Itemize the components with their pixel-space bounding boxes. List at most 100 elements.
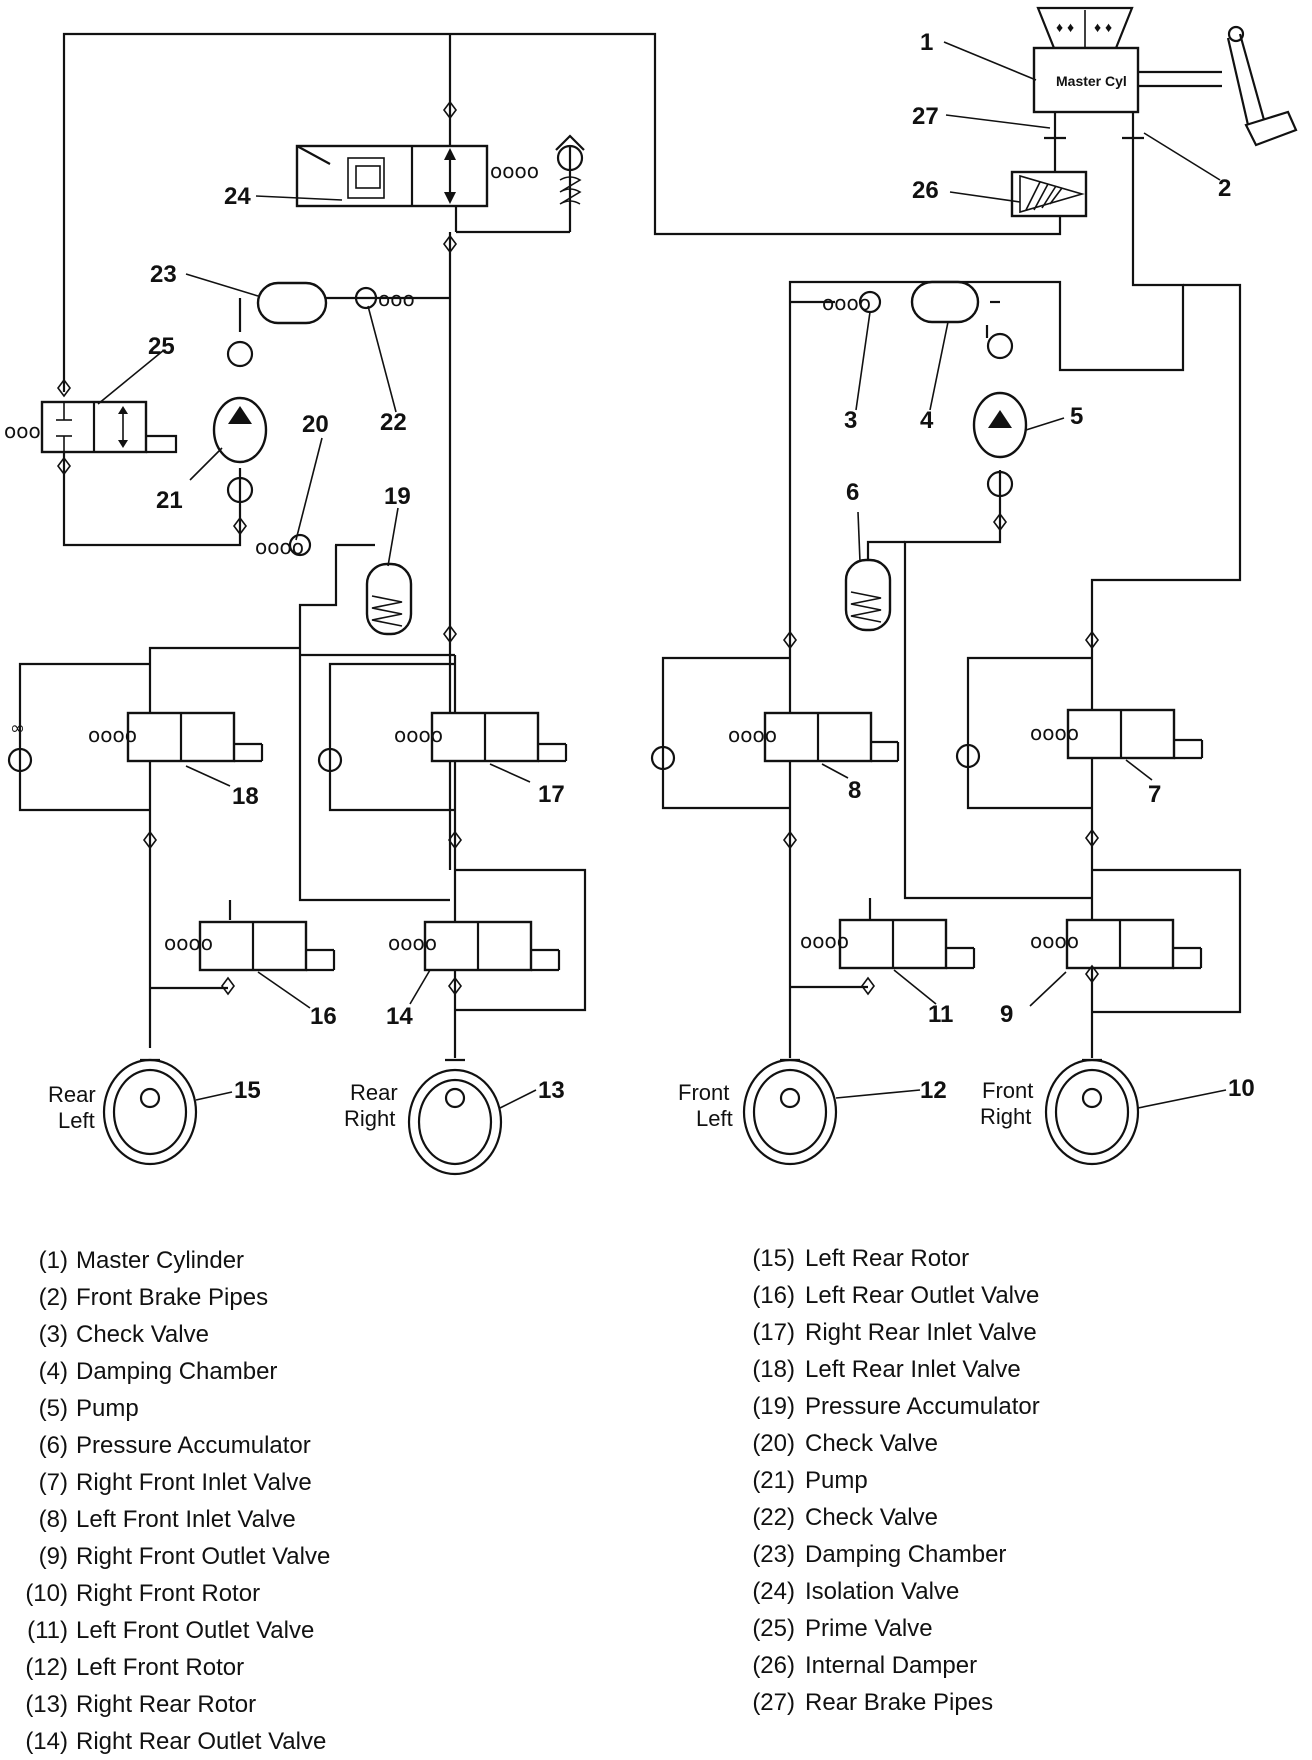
- legend-item: (23)Damping Chamber: [735, 1536, 1040, 1573]
- callout-15: 15: [234, 1077, 261, 1104]
- wheel-labels: Rear Left Rear Right Front Left Front Ri…: [48, 1078, 1033, 1133]
- svg-text:ooo: ooo: [378, 287, 415, 311]
- callout-16: 16: [310, 1003, 337, 1030]
- legend-item: (3)Check Valve: [6, 1316, 330, 1353]
- legend-item-label: Right Rear Rotor: [76, 1691, 257, 1718]
- svg-text:oooo: oooo: [388, 931, 437, 955]
- legend-item: (17) Right Rear Inlet Valve: [735, 1314, 1040, 1351]
- legend-item: (8)Left Front Inlet Valve: [6, 1501, 330, 1538]
- legend-item-number: (18): [752, 1356, 795, 1383]
- callout-14: 14: [386, 1003, 413, 1030]
- legend-item: (16)Left Rear Outlet Valve: [735, 1277, 1040, 1314]
- master-cylinder-label: Master Cyl: [1056, 73, 1127, 89]
- legend-item-number: (20): [752, 1430, 795, 1457]
- legend-item-label: Master Cylinder: [76, 1247, 245, 1274]
- rotor-front-right: [1044, 1058, 1140, 1166]
- callout-18: 18: [232, 783, 259, 810]
- callout-leaders: [97, 41, 1227, 1109]
- outlet-valve-16: oooo: [164, 920, 336, 972]
- internal-damper: [1010, 155, 1088, 218]
- legend-item: (12) Left Front Rotor: [6, 1649, 330, 1686]
- callout-9: 9: [1000, 1001, 1013, 1028]
- legend-item-label: Pump: [805, 1467, 868, 1494]
- legend-item-label: Pressure Accumulator: [76, 1432, 311, 1459]
- legend-item-label: Right Rear Outlet Valve: [76, 1728, 327, 1755]
- legend-item-number: (11): [27, 1617, 68, 1644]
- legend-item-label: Right Front Rotor: [76, 1580, 261, 1607]
- legend-item-label: Pressure Accumulator: [805, 1393, 1040, 1420]
- callout-4: 4: [920, 407, 934, 434]
- svg-text:oooo: oooo: [800, 929, 849, 953]
- front-pump-group: oooo: [822, 280, 1028, 632]
- legend-item-number: (15): [752, 1245, 795, 1272]
- legend-item-number: (21): [752, 1467, 795, 1494]
- legend-item: (5)Pump: [6, 1390, 330, 1427]
- outlet-valve-14: oooo: [388, 920, 561, 972]
- callout-22: 22: [380, 409, 407, 436]
- legend-item-number: (12): [25, 1654, 68, 1681]
- label-front-left-2: Left: [696, 1106, 733, 1131]
- isolation-valve: oooo: [295, 134, 585, 234]
- svg-text:ooo: ooo: [4, 419, 41, 443]
- legend-item-label: Left Rear Rotor: [805, 1245, 970, 1272]
- legend-left-column: (1)Master Cylinder(2)Front Brake Pipes(3…: [6, 1242, 330, 1760]
- label-front-left-1: Front: [678, 1080, 729, 1105]
- legend-item-number: (5): [38, 1395, 68, 1422]
- legend-item: (10)Right Front Rotor: [6, 1575, 330, 1612]
- legend-item-label: Check Valve: [805, 1504, 938, 1531]
- svg-text:oooo: oooo: [394, 723, 443, 747]
- callout-23: 23: [150, 261, 177, 288]
- callout-24: 24: [224, 183, 251, 210]
- legend-item-number: (26): [752, 1652, 795, 1679]
- legend-item-number: (8): [38, 1506, 68, 1533]
- legend-item-number: (27): [752, 1689, 795, 1716]
- legend-item: (19)Pressure Accumulator: [735, 1388, 1040, 1425]
- outlet-valve-11: oooo: [800, 918, 976, 970]
- legend-item-number: (6): [38, 1432, 68, 1459]
- legend-item: (15) Left Rear Rotor: [735, 1240, 1040, 1277]
- legend-item: (1) Master Cylinder: [6, 1242, 330, 1279]
- svg-text:oooo: oooo: [88, 723, 137, 747]
- legend-item-number: (17): [752, 1319, 795, 1346]
- legend-item-number: (4): [38, 1358, 68, 1385]
- legend-item: (14)Right Rear Outlet Valve: [6, 1723, 330, 1760]
- legend-item: (2)Front Brake Pipes: [6, 1279, 330, 1316]
- legend-item-number: (7): [38, 1469, 68, 1496]
- callout-1: 1: [920, 29, 933, 56]
- rotor-rear-right: [407, 1058, 503, 1176]
- legend-item: (7)Right Front Inlet Valve: [6, 1464, 330, 1501]
- legend-item-number: (13): [25, 1691, 68, 1718]
- callout-21: 21: [156, 487, 183, 514]
- outlet-valve-9: oooo: [1030, 918, 1203, 970]
- junction-markers: [57, 100, 1099, 996]
- legend-item-label: Left Front Outlet Valve: [76, 1617, 315, 1644]
- abs-hydraulic-diagram: ♦ ♦ ♦ ♦ Master Cyl: [4, 6, 1298, 1176]
- legend-item: (6) Pressure Accumulator: [6, 1427, 330, 1464]
- legend-item-label: Damping Chamber: [805, 1541, 1007, 1568]
- legend-item-number: (1): [38, 1247, 68, 1274]
- svg-text:∞: ∞: [10, 718, 25, 739]
- callout-19: 19: [384, 483, 411, 510]
- legend-item-number: (24): [752, 1578, 795, 1605]
- legend-item-label: Left Front Rotor: [76, 1654, 245, 1681]
- callout-10: 10: [1228, 1075, 1255, 1102]
- svg-text:oooo: oooo: [1030, 721, 1079, 745]
- inlet-valve-17: oooo: [317, 711, 568, 773]
- legend-item: (22)Check Valve: [735, 1499, 1040, 1536]
- legend-item-label: Check Valve: [805, 1430, 938, 1457]
- legend-item-label: Rear Brake Pipes: [805, 1689, 994, 1716]
- svg-text:oooo: oooo: [164, 931, 213, 955]
- legend-item: (9)Right Front Outlet Valve: [6, 1538, 331, 1575]
- legend-item: (24)Isolation Valve: [735, 1573, 1040, 1610]
- legend-item-number: (9): [38, 1543, 68, 1570]
- legend-item-label: Right Rear Inlet Valve: [805, 1319, 1037, 1346]
- legend-item-number: (3): [38, 1321, 68, 1348]
- inlet-valve-8: oooo: [650, 711, 900, 771]
- callout-13: 13: [538, 1077, 565, 1104]
- callout-7: 7: [1148, 781, 1161, 808]
- label-rear-right-2: Right: [344, 1106, 395, 1131]
- callout-17: 17: [538, 781, 565, 808]
- legend-item-label: Prime Valve: [805, 1615, 933, 1642]
- callout-11: 11: [928, 1001, 953, 1028]
- callout-20: 20: [302, 411, 329, 438]
